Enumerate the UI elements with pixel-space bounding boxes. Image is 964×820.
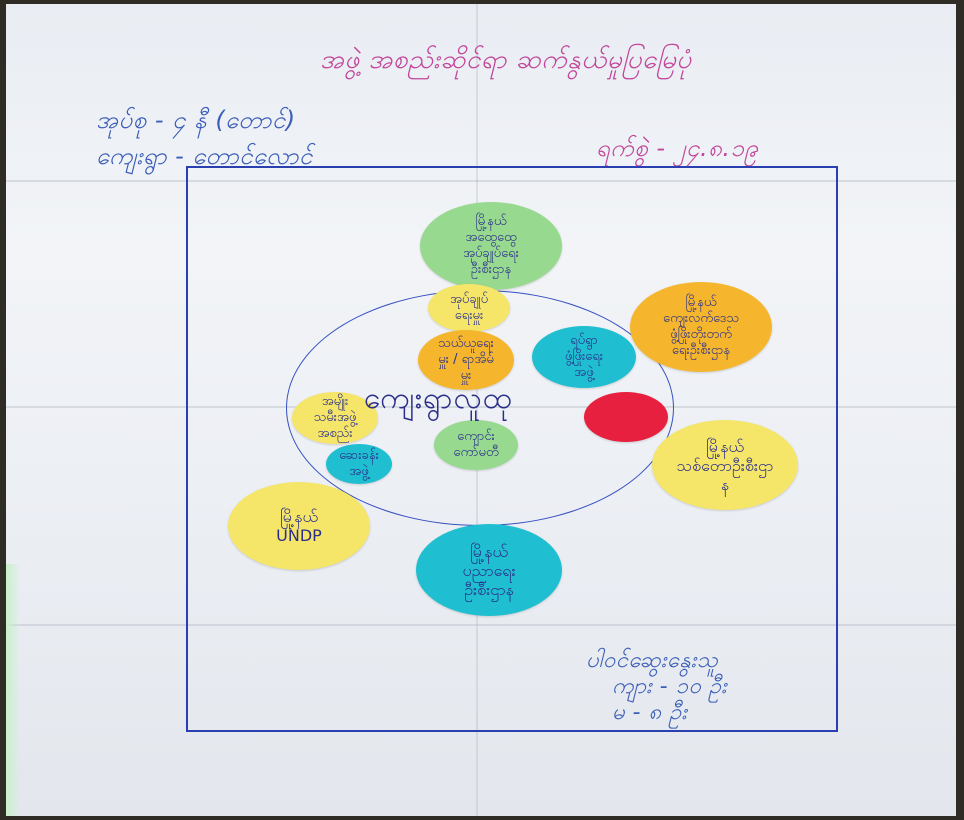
circle-label: မြို့နယ် ကျေးလက်ဒေသ ဖွံ့ဖြိုးတိုးတက် ရေး… (663, 295, 739, 358)
participants-block: ပါဝင်ဆွေးနွေးသူ ကျား - ၁၀ ဦး မ - ၈ ဦး (586, 648, 727, 726)
circle-cyan-center: ရပ်ရွာ ဖွံ့ဖြိုးရေး အဖွဲ့ (532, 326, 636, 388)
paper-fold (6, 180, 956, 182)
circle-orange-right: မြို့နယ် ကျေးလက်ဒေသ ဖွံ့ဖြိုးတိုးတက် ရေး… (630, 282, 772, 372)
date-label: ရက်စွဲ - ၂၄.၈.၁၉ (596, 134, 759, 162)
paper-fold (6, 624, 956, 626)
participants-female: မ - ၈ ဦး (612, 700, 688, 725)
circle-label: မြို့နယ် UNDP (276, 507, 322, 545)
circle-label: မြို့နယ် ပညာရေး ဦးစီးဌာန (462, 541, 516, 599)
circle-yellow-left-inner: အမျိုး သမီးအဖွဲ့ အစည်း (292, 392, 378, 444)
group-label: အုပ်စု - ၄ နီ (တောင်) (96, 106, 296, 134)
circle-label: ရပ်ရွာ ဖွံ့ဖြိုးရေး အဖွဲ့ (564, 333, 604, 380)
circle-label: ဆေးခန်း အဖွဲ့ (339, 448, 379, 479)
circle-green-center-low: ကျောင်း ကော်မတီ (434, 420, 518, 470)
circle-yellow-right: မြို့နယ် သစ်တောဦးစီးဌာ န (652, 420, 798, 510)
circle-yellow-top: အုပ်ချုပ် ရေးမှူး (428, 284, 510, 332)
circle-cyan-bottom: မြို့နယ် ပညာရေး ဦးစီးဌာန (416, 524, 562, 616)
circle-green-top: မြို့နယ် အထွေထွေ အုပ်ချုပ်ရေး ဦးစီးဌာန (420, 202, 562, 290)
center-label: ကျေးရွာလူထု (364, 381, 513, 416)
village-label: ကျေးရွာ - တောင်လောင် (96, 142, 313, 170)
circle-orange-center: သယ်ယူရေး မှူး / ရာအိမ် မှူး (418, 330, 514, 390)
circle-label: အုပ်ချုပ် ရေးမှူး (450, 292, 488, 323)
circle-label: သယ်ယူရေး မှူး / ရာအိမ် မှူး (438, 336, 494, 383)
participants-heading: ပါဝင်ဆွေးနွေးသူ (586, 648, 719, 673)
circle-label: မြို့နယ် သစ်တောဦးစီးဌာ န (676, 436, 774, 494)
circle-yellow-left-outer: မြို့နယ် UNDP (228, 482, 370, 570)
poster-title: အဖွဲ့ အစည်းဆိုင်ရာ ဆက်နွယ်မှုပြမြေပုံ (320, 45, 692, 75)
circle-label: အမျိုး သမီးအဖွဲ့ အစည်း (313, 394, 357, 441)
circle-cyan-left-small: ဆေးခန်း အဖွဲ့ (326, 444, 392, 484)
circle-label: မြို့နယ် အထွေထွေ အုပ်ချုပ်ရေး ဦးစီးဌာန (463, 214, 519, 277)
map-frame (186, 166, 838, 732)
edge-glare (6, 564, 20, 816)
participants-male: ကျား - ၁၀ ဦး (612, 674, 728, 699)
circle-red-right (584, 392, 668, 442)
circle-label: ကျောင်း ကော်မတီ (453, 429, 499, 460)
